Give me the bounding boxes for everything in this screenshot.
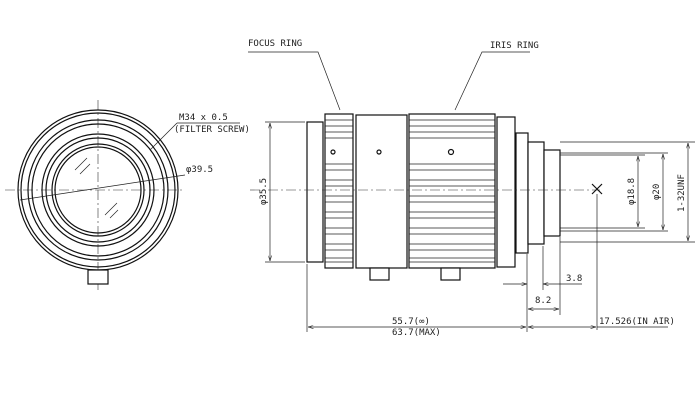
focus-ring-label: FOCUS RING [248,39,302,49]
iris-ring-leader [454,51,530,111]
length-max-label: 63.7(MAX) [392,328,441,338]
front-diameter-label: φ39.5 [186,165,213,175]
front-screw [87,269,109,285]
flange-back-label: 17.526(IN AIR) [599,317,675,327]
side-view [250,113,603,330]
filter-thread-label: M34 x 0.5 [179,113,228,123]
dim-3-8-label: 3.8 [566,274,582,284]
front-view [5,100,240,290]
front-diameter-leader [19,174,186,201]
dim-8-2-label: 8.2 [535,296,551,306]
mount-thread-label: 1-32UNF [677,174,687,212]
filter-thread-note: (FILTER SCREW) [174,125,250,135]
dia-18-8-label: φ18.8 [627,178,637,205]
focus-ring-leader [248,51,341,111]
dia-20-label: φ20 [652,184,662,200]
length-inf-label: 55.7(∞) [392,317,430,327]
iris-ring-label: IRIS RING [490,41,539,51]
body-diameter-label: φ35.5 [259,178,269,205]
